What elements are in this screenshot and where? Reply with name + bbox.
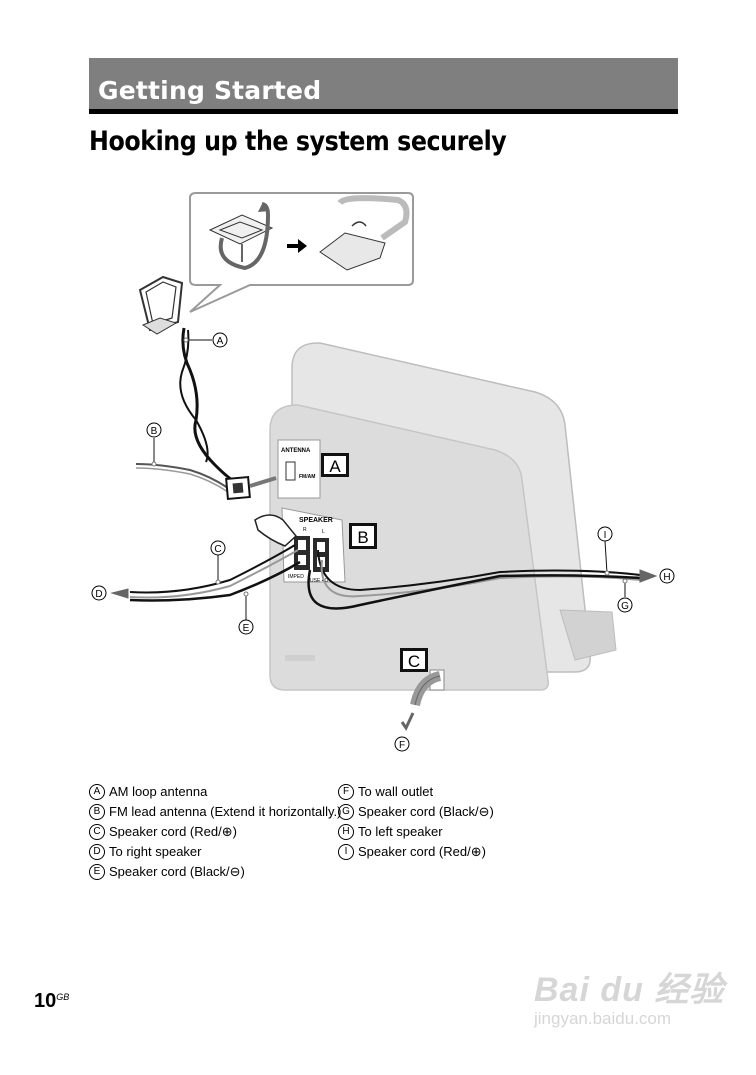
callout-b: B	[146, 422, 162, 438]
panel-c-text: C	[408, 652, 420, 671]
speaker-cord-black-e	[129, 560, 301, 602]
callout-e: E	[238, 619, 254, 635]
svg-text:A: A	[217, 336, 224, 347]
panel-a-text: A	[329, 457, 341, 476]
arrow-to-wall-outlet	[400, 712, 415, 732]
svg-text:F: F	[399, 740, 405, 751]
arrow-to-left-speaker	[639, 569, 658, 583]
speaker-cord-red-c	[129, 544, 296, 594]
svg-text:D: D	[95, 589, 102, 600]
antenna-label: ANTENNA	[281, 448, 311, 454]
antenna-socket-panel	[277, 439, 321, 499]
imped-label: IMPED	[288, 574, 304, 580]
svg-text:B: B	[151, 426, 158, 437]
speaker-cord-red-i	[317, 549, 641, 592]
svg-text:G: G	[621, 601, 629, 612]
panel-b-text: B	[357, 528, 368, 547]
section-title: Getting Started	[98, 76, 322, 105]
callout-d: D	[91, 585, 107, 601]
arrow-to-right-speaker	[110, 588, 129, 599]
r-label: R	[303, 527, 307, 533]
svg-text:E: E	[243, 623, 250, 634]
callout-i: I	[597, 526, 613, 542]
callout-f: F	[394, 736, 410, 752]
speaker-label: SPEAKER	[299, 517, 333, 524]
inset-antenna-stand	[208, 202, 274, 271]
section-header-bar: Getting Started	[89, 58, 678, 114]
watermark-logo: Bai du 经验	[534, 971, 725, 1009]
watermark-url: jingyan.baidu.com	[534, 1009, 672, 1028]
inset-antenna-base	[319, 195, 410, 271]
am-loop-antenna	[138, 275, 233, 482]
svg-text:H: H	[663, 572, 670, 583]
unit-stand	[559, 609, 617, 661]
page-title: Hooking up the system securely	[89, 126, 507, 157]
callout-g: G	[617, 597, 633, 613]
svg-text:I: I	[604, 530, 607, 541]
use-label: USE 4Ω	[310, 578, 328, 584]
callout-a: A	[212, 332, 228, 348]
svg-text:C: C	[214, 544, 221, 555]
l-label: L	[322, 529, 325, 535]
fm-lead-antenna	[135, 463, 229, 489]
page-number: 10GB	[34, 990, 70, 1012]
watermark: Bai du 经验 jingyan.baidu.com	[534, 962, 724, 1029]
hand-icon	[254, 514, 298, 547]
inset-arrow-icon	[287, 239, 307, 253]
speaker-cord-black-g	[307, 569, 641, 610]
callout-h: H	[659, 568, 675, 584]
callout-c: C	[210, 540, 226, 556]
fm-am-label: FM/AM	[299, 474, 315, 480]
